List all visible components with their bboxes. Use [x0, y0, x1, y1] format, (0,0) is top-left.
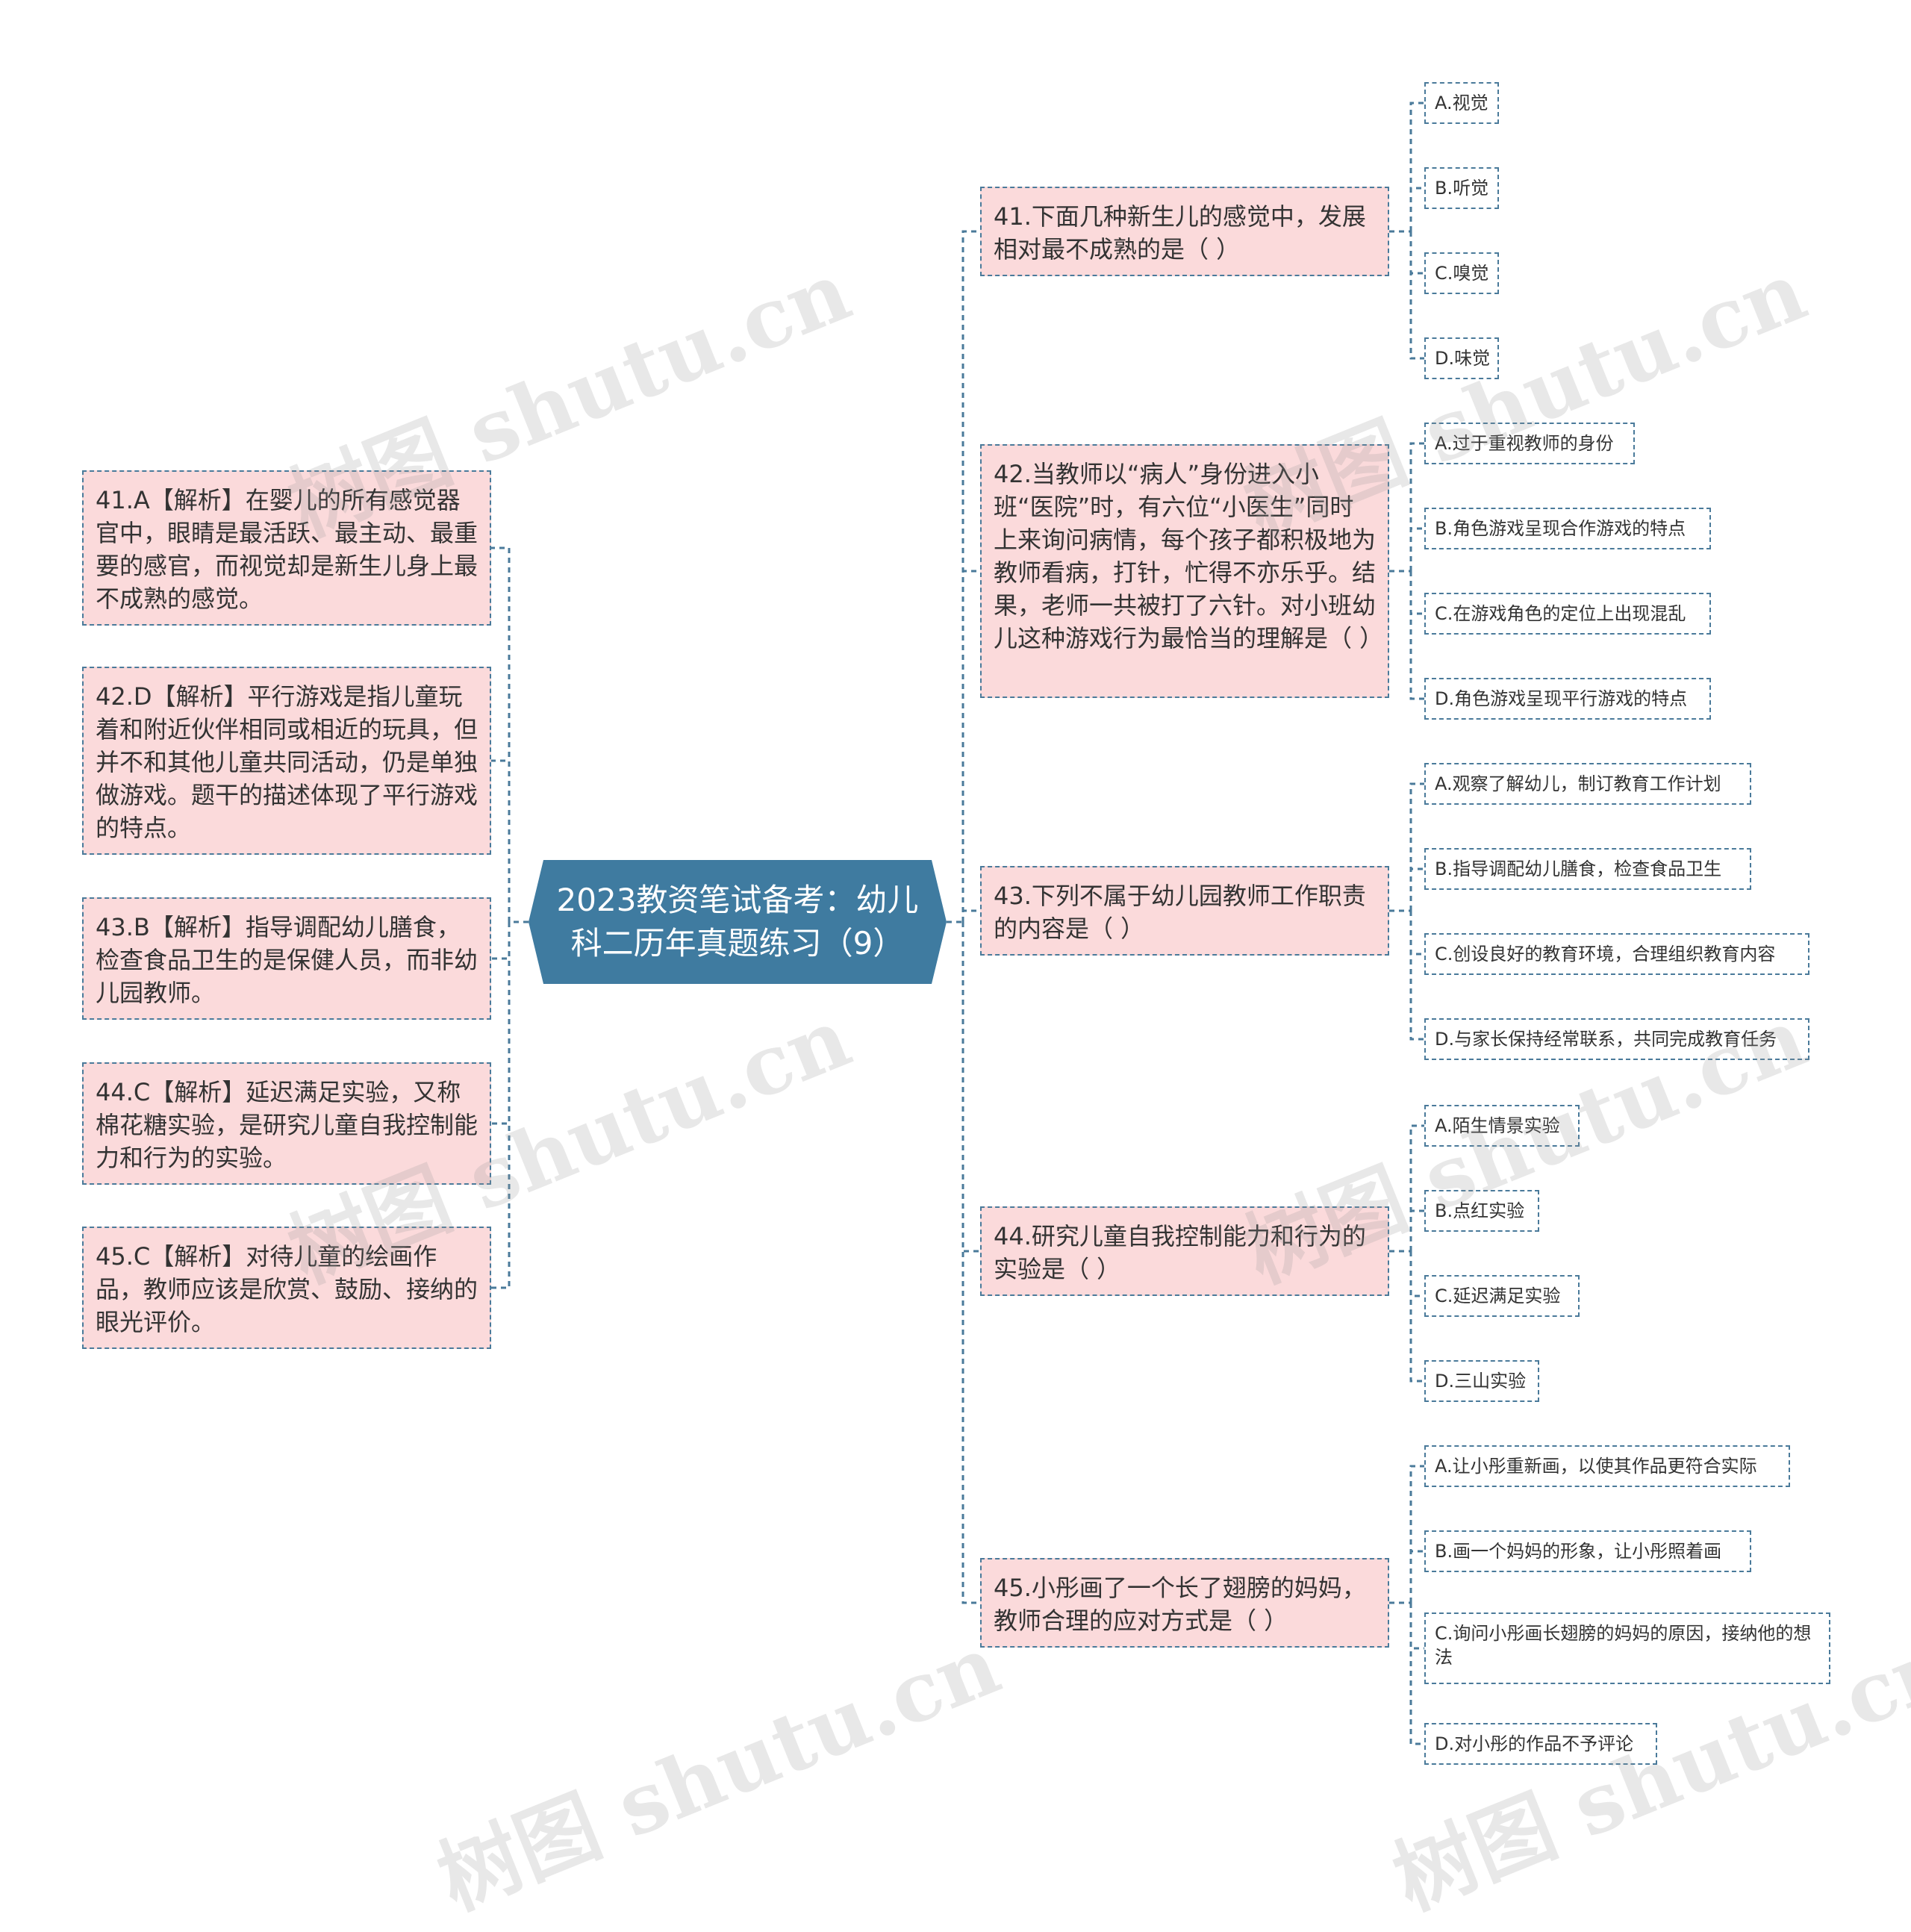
connector-line — [1409, 782, 1424, 911]
connector-line — [1409, 571, 1424, 700]
option-42-a[interactable]: A.过于重视教师的身份 — [1424, 423, 1635, 464]
option-41-d[interactable]: D.味觉 — [1424, 337, 1499, 379]
option-43-b[interactable]: B.指导调配幼儿膳食，检查食品卫生 — [1424, 848, 1751, 890]
answer-node-44[interactable]: 44.C【解析】延迟满足实验，又称棉花糖实验，是研究儿童自我控制能力和行为的实验… — [82, 1062, 491, 1185]
option-42-d[interactable]: D.角色游戏呈现平行游戏的特点 — [1424, 678, 1711, 720]
connector-line — [491, 546, 511, 922]
option-41-a[interactable]: A.视觉 — [1424, 82, 1499, 124]
root-hexagon — [529, 860, 947, 984]
connector-line — [491, 922, 511, 960]
connector-line — [961, 570, 980, 922]
connector-line — [1409, 1124, 1424, 1251]
connector-line — [1409, 1603, 1424, 1650]
option-42-b[interactable]: B.角色游戏呈现合作游戏的特点 — [1424, 508, 1711, 549]
answer-node-43[interactable]: 43.B【解析】指导调配幼儿膳食，检查食品卫生的是保健人员，而非幼儿园教师。 — [82, 897, 491, 1020]
connector-line — [1409, 1251, 1424, 1383]
option-43-c[interactable]: C.创设良好的教育环境，合理组织教育内容 — [1424, 933, 1809, 975]
connector-line — [1409, 867, 1424, 911]
connector-line — [1409, 911, 1424, 956]
answer-node-41[interactable]: 41.A【解析】在婴儿的所有感觉器官中，眼睛是最活跃、最主动、最重要的感官，而视… — [82, 470, 491, 626]
connector-line — [1409, 911, 1424, 1041]
connector-line — [491, 922, 511, 1125]
connector-line — [1409, 1550, 1424, 1603]
option-45-a[interactable]: A.让小彤重新画，以使其作品更符合实际 — [1424, 1445, 1790, 1487]
connector-line — [961, 922, 980, 1604]
root-title: 2023教资笔试备考：幼儿科二历年真题练习（9） — [556, 882, 919, 962]
connector-line — [1409, 527, 1424, 571]
connector-line — [1409, 187, 1424, 231]
option-44-d[interactable]: D.三山实验 — [1424, 1360, 1539, 1402]
question-node-43[interactable]: 43.下列不属于幼儿园教师工作职责的内容是（ ） — [980, 866, 1389, 956]
connector-line — [1409, 231, 1424, 360]
option-41-b[interactable]: B.听觉 — [1424, 167, 1499, 209]
connector-line — [961, 922, 980, 1253]
root-topic[interactable]: 2023教资笔试备考：幼儿科二历年真题练习（9） — [529, 860, 947, 984]
option-45-c[interactable]: C.询问小彤画长翅膀的妈妈的原因，接纳他的想法 — [1424, 1612, 1830, 1684]
connector-line — [961, 230, 980, 922]
question-node-42[interactable]: 42.当教师以“病人”身份进入小班“医院”时，有六位“小医生”同时上来询问病情，… — [980, 444, 1389, 698]
option-44-b[interactable]: B.点红实验 — [1424, 1190, 1539, 1232]
option-41-c[interactable]: C.嗅觉 — [1424, 252, 1499, 294]
option-43-a[interactable]: A.观察了解幼儿，制订教育工作计划 — [1424, 763, 1751, 805]
answer-node-45[interactable]: 45.C【解析】对待儿童的绘画作品，教师应该是欣赏、鼓励、接纳的眼光评价。 — [82, 1227, 491, 1349]
connector-lines — [491, 102, 1424, 1745]
connector-line — [491, 922, 511, 1289]
connector-line — [491, 759, 511, 922]
connector-line — [1409, 1465, 1424, 1603]
connector-line — [1409, 1209, 1424, 1251]
question-node-44[interactable]: 44.研究儿童自我控制能力和行为的实验是（ ） — [980, 1206, 1389, 1296]
answer-node-42[interactable]: 42.D【解析】平行游戏是指儿童玩着和附近伙伴相同或相近的玩具，但并不和其他儿童… — [82, 667, 491, 855]
connector-line — [1409, 1603, 1424, 1745]
option-45-d[interactable]: D.对小彤的作品不予评论 — [1424, 1723, 1657, 1765]
connector-line — [961, 909, 980, 922]
connector-line — [1409, 442, 1424, 571]
option-43-d[interactable]: D.与家长保持经常联系，共同完成教育任务 — [1424, 1018, 1809, 1060]
connector-line — [1409, 231, 1424, 275]
option-45-b[interactable]: B.画一个妈妈的形象，让小彤照着画 — [1424, 1530, 1751, 1572]
option-42-c[interactable]: C.在游戏角色的定位上出现混乱 — [1424, 593, 1711, 635]
question-node-45[interactable]: 45.小彤画了一个长了翅膀的妈妈，教师合理的应对方式是（ ） — [980, 1558, 1389, 1648]
question-node-41[interactable]: 41.下面几种新生儿的感觉中，发展相对最不成熟的是（ ） — [980, 187, 1389, 276]
option-44-a[interactable]: A.陌生情景实验 — [1424, 1105, 1580, 1147]
connector-line — [1409, 571, 1424, 615]
option-44-c[interactable]: C.延迟满足实验 — [1424, 1275, 1580, 1317]
connector-line — [1409, 102, 1424, 231]
connector-line — [1409, 1251, 1424, 1297]
